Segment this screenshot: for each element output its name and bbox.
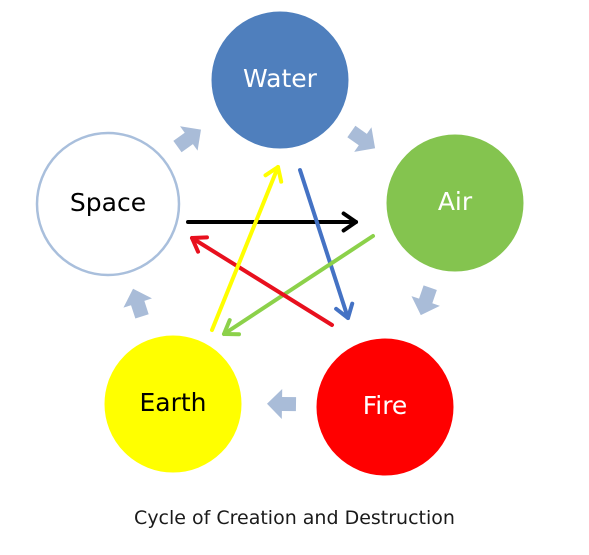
cross-arrow-air-to-earth [222, 234, 375, 337]
water-circle [211, 11, 349, 149]
fire-circle [316, 338, 454, 476]
water-label: Water [243, 64, 318, 93]
space-label: Space [70, 188, 146, 217]
cross-arrow-space-to-air [186, 211, 358, 233]
diagram-caption: Cycle of Creation and Destruction [134, 507, 455, 529]
space-circle [35, 131, 181, 277]
earth-circle [104, 335, 242, 473]
cross-arrow-water-to-fire [298, 168, 355, 320]
cross-arrow-fire-to-space [190, 235, 334, 327]
air-label: Air [438, 187, 473, 216]
cross-arrow-earth-to-water [210, 165, 284, 332]
earth-label: Earth [139, 388, 206, 417]
air-circle [386, 134, 524, 272]
cycle-arrow-air-to-fire [411, 285, 440, 316]
cycle-arrow-earth-to-space [123, 288, 152, 319]
cycle-arrow-fire-to-earth [267, 388, 297, 419]
cycle-arrow-water-to-air [347, 125, 376, 152]
cycle-arrow-space-to-water [173, 126, 201, 153]
fire-label: Fire [363, 391, 408, 420]
